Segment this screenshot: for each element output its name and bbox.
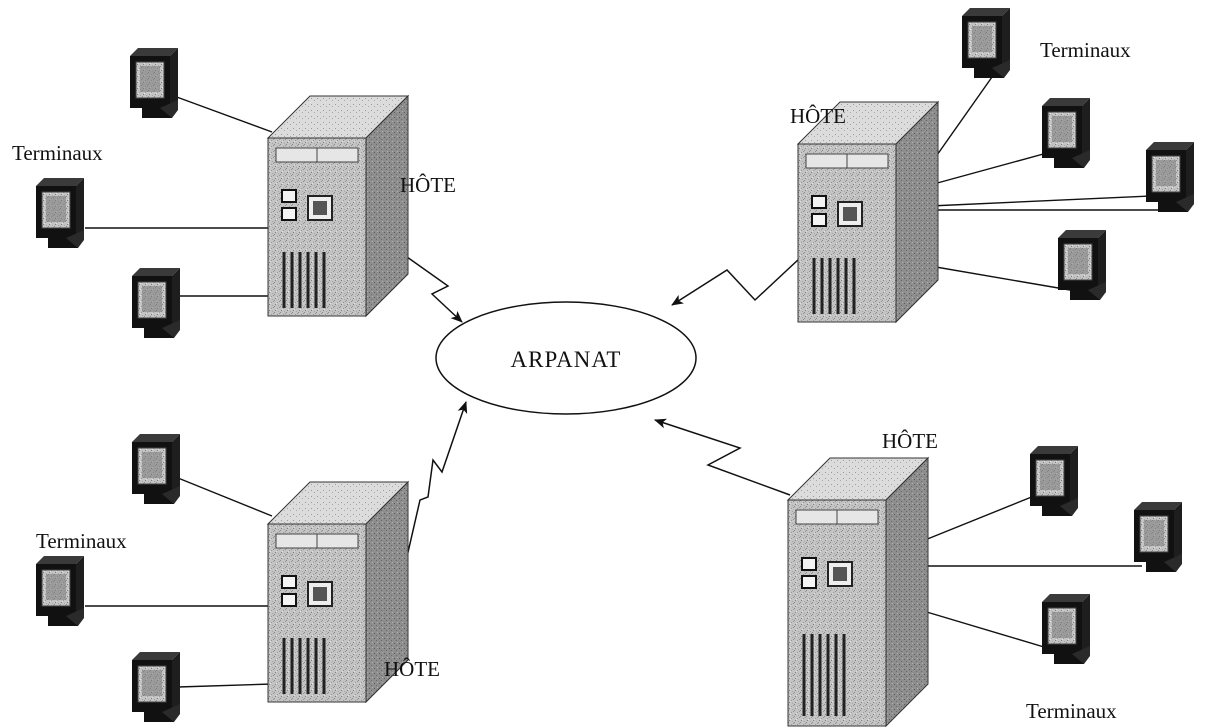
terminal-cable: [919, 609, 1055, 651]
terminal-monitor-icon: [1133, 501, 1183, 573]
host-label: HÔTE: [384, 657, 440, 681]
terminal-monitor-icon: [1041, 593, 1091, 665]
host-label: HÔTE: [790, 104, 846, 128]
terminals-label: Terminaux: [1040, 38, 1131, 62]
host-bottom-right: HÔTE Terminaux: [786, 429, 1183, 728]
terminal-monitor-icon: [1145, 141, 1195, 213]
link-host-2: [671, 257, 801, 306]
server-tower-icon: [796, 100, 940, 324]
terminals-label: Terminaux: [36, 529, 127, 553]
host-bottom-left: HÔTE Terminaux: [35, 433, 440, 723]
terminal-monitor-icon: [1029, 445, 1079, 517]
terminal-cable: [173, 95, 273, 133]
terminal-monitor-icon: [1057, 229, 1107, 301]
host-top-left: HÔTE Terminaux: [12, 47, 456, 339]
server-tower-icon: [266, 480, 410, 704]
terminal-cable: [929, 195, 1151, 207]
network-ellipse: [435, 301, 697, 415]
network-label: ARPANAT: [511, 347, 622, 372]
terminal-cable: [919, 491, 1045, 543]
terminal-cable: [929, 149, 1059, 186]
terminal-cable: [177, 683, 273, 688]
terminal-monitor-icon: [1041, 97, 1091, 169]
host-label: HÔTE: [400, 173, 456, 197]
terminals-label: Terminaux: [1026, 699, 1117, 723]
terminal-monitor-icon: [35, 555, 85, 627]
link-host-4: [654, 418, 791, 496]
server-tower-icon: [266, 94, 410, 318]
terminal-monitor-icon: [129, 47, 179, 119]
terminal-monitor-icon: [35, 177, 85, 249]
terminal-cable: [929, 265, 1071, 291]
terminal-monitor-icon: [961, 7, 1011, 79]
host-label: HÔTE: [882, 429, 938, 453]
link-host-3: [397, 401, 468, 597]
terminal-monitor-icon: [131, 433, 181, 505]
host-top-right: HÔTE Terminaux: [790, 7, 1195, 324]
link-host-1: [399, 251, 463, 323]
terminal-monitor-icon: [131, 267, 181, 339]
terminals-label: Terminaux: [12, 141, 103, 165]
terminal-monitor-icon: [131, 651, 181, 723]
server-tower-icon: [786, 456, 930, 728]
terminal-cable: [177, 477, 273, 517]
